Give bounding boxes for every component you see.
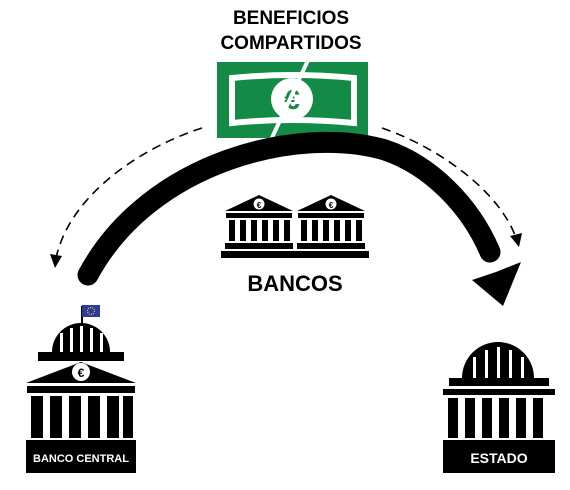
dashed-arrow-left xyxy=(50,127,203,268)
central-bank-building-icon xyxy=(26,305,136,473)
bank-euro-symbol: € xyxy=(329,201,334,210)
eu-flag-icon xyxy=(82,305,100,317)
central-bank-label: BANCO CENTRAL xyxy=(33,453,129,465)
state-label: ESTADO xyxy=(470,450,527,466)
banknote-icon: € xyxy=(217,57,368,143)
banks-label: BANCOS xyxy=(247,271,342,296)
state-building-icon xyxy=(443,342,555,473)
title-line-2: COMPARTIDOS xyxy=(220,33,361,54)
bank-euro-symbol: € xyxy=(257,201,262,210)
central-bank-euro-symbol: € xyxy=(78,366,85,380)
bank-building-icon xyxy=(221,195,297,258)
dashed-arrow-right xyxy=(381,127,522,247)
main-curved-arrow xyxy=(77,131,521,306)
bank-building-icon xyxy=(293,195,369,258)
title-line-1: BENEFICIOS xyxy=(233,8,349,29)
